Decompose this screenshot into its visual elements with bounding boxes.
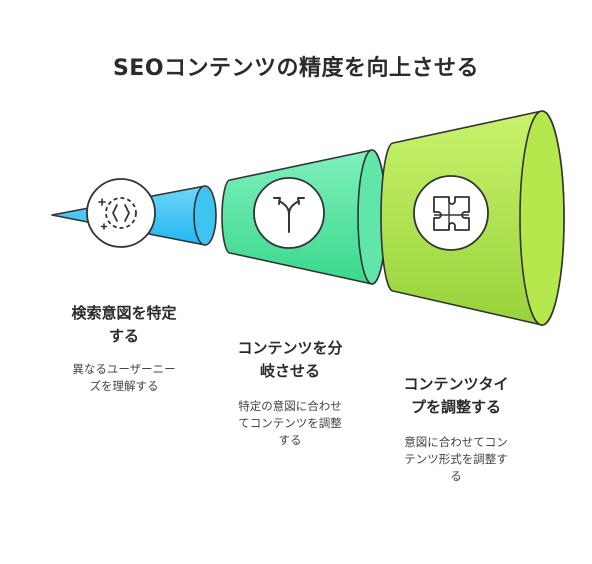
target-search-icon: [86, 178, 156, 248]
stage-1-heading: 検索意図を特定 する: [71, 304, 177, 345]
puzzle-icon: [413, 175, 489, 251]
split-arrows-icon: [253, 177, 325, 249]
stage-3-description: 意図に合わせてコン テンツ形式を調整す る: [404, 435, 508, 483]
stage-2-heading: コンテンツを分 岐させる: [237, 339, 343, 380]
page-title: SEOコンテンツの精度を向上させる: [112, 56, 480, 81]
stage-3-heading: コンテンツタイ プを調整する: [403, 375, 509, 416]
stage-1-description: 異なるユーザーニー ズを理解する: [72, 362, 176, 393]
stage-2-description: 特定の意図に合わせ てコンテンツを調整 する: [238, 399, 342, 447]
